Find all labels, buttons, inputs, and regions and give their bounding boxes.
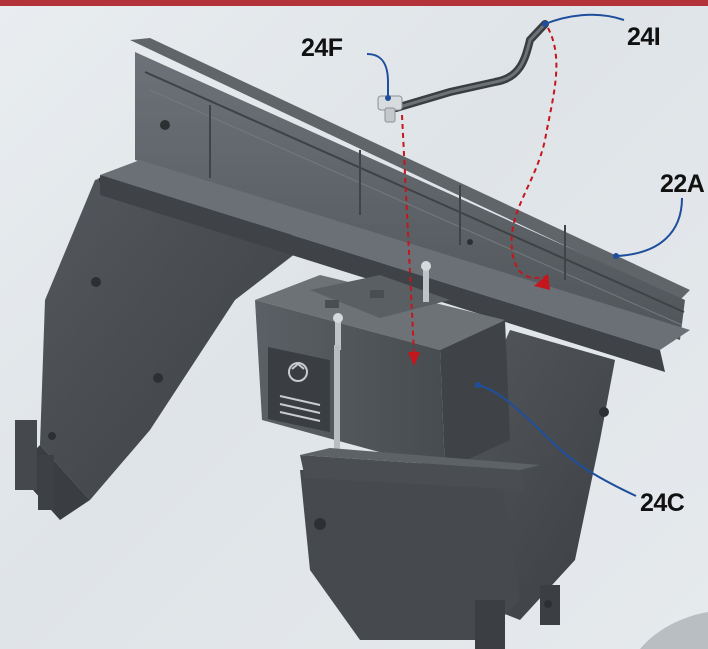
arrow-head-beam: [534, 274, 550, 290]
tee-fitting: [377, 95, 403, 123]
leader-24I: [544, 13, 625, 25]
callout-24F: 24F: [301, 34, 343, 62]
leader-24F: [366, 53, 389, 98]
top-accent-bar: [0, 0, 708, 6]
right-bracket: [300, 330, 615, 649]
leader-lines: [366, 13, 683, 497]
breather-tube: [392, 20, 549, 112]
routing-paths: [401, 27, 558, 353]
callout-24I: 24I: [627, 23, 661, 51]
recycle-icon: [288, 362, 308, 382]
arrow-head-battery: [408, 352, 420, 366]
callout-24C: 24C: [640, 489, 685, 517]
main-beam: [100, 38, 690, 372]
battery-box: [255, 261, 540, 490]
tee-to-battery-path: [401, 114, 415, 353]
leader-24C: [477, 384, 637, 497]
callout-22A: 22A: [660, 170, 705, 198]
leader-22A: [615, 197, 683, 257]
